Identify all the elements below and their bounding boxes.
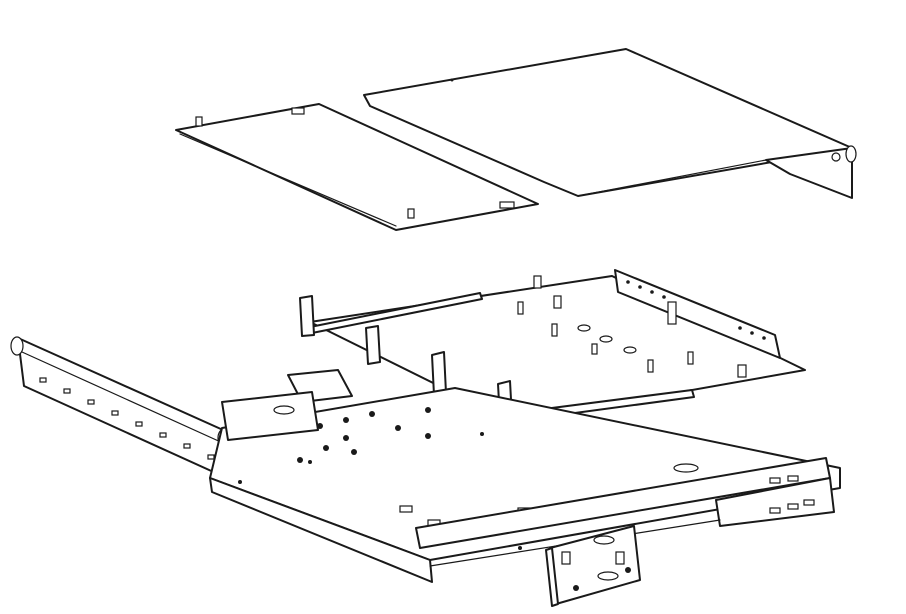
left-front-rail	[10, 336, 241, 485]
front-ear-bracket	[545, 525, 641, 607]
right-side-bracket	[415, 457, 835, 567]
main-chassis-base	[209, 387, 841, 583]
inner-tray	[287, 269, 806, 423]
small-top-cover	[175, 103, 539, 231]
large-top-cover	[363, 48, 857, 199]
